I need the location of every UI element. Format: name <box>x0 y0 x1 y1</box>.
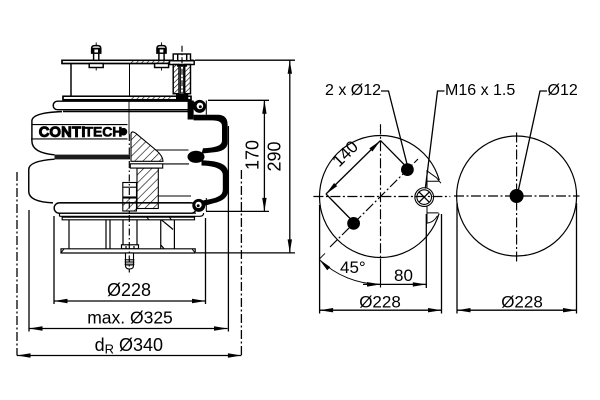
svg-text:M16 x 1.5: M16 x 1.5 <box>445 82 515 99</box>
svg-text:170: 170 <box>242 140 262 170</box>
svg-text:Ø228: Ø228 <box>107 280 151 300</box>
svg-text:Ø228: Ø228 <box>359 293 401 312</box>
svg-text:CONTI: CONTI <box>39 124 86 140</box>
svg-text:290: 290 <box>265 141 285 171</box>
svg-text:45°: 45° <box>340 258 366 277</box>
svg-text:Ø228: Ø228 <box>501 293 543 312</box>
svg-text:80: 80 <box>394 266 413 285</box>
svg-text:max. Ø325: max. Ø325 <box>87 308 173 328</box>
svg-text:TECH: TECH <box>85 124 123 140</box>
svg-text:2 x Ø12: 2 x Ø12 <box>325 82 381 99</box>
svg-text:Ø12: Ø12 <box>548 82 578 99</box>
svg-text:R: R <box>121 130 125 136</box>
